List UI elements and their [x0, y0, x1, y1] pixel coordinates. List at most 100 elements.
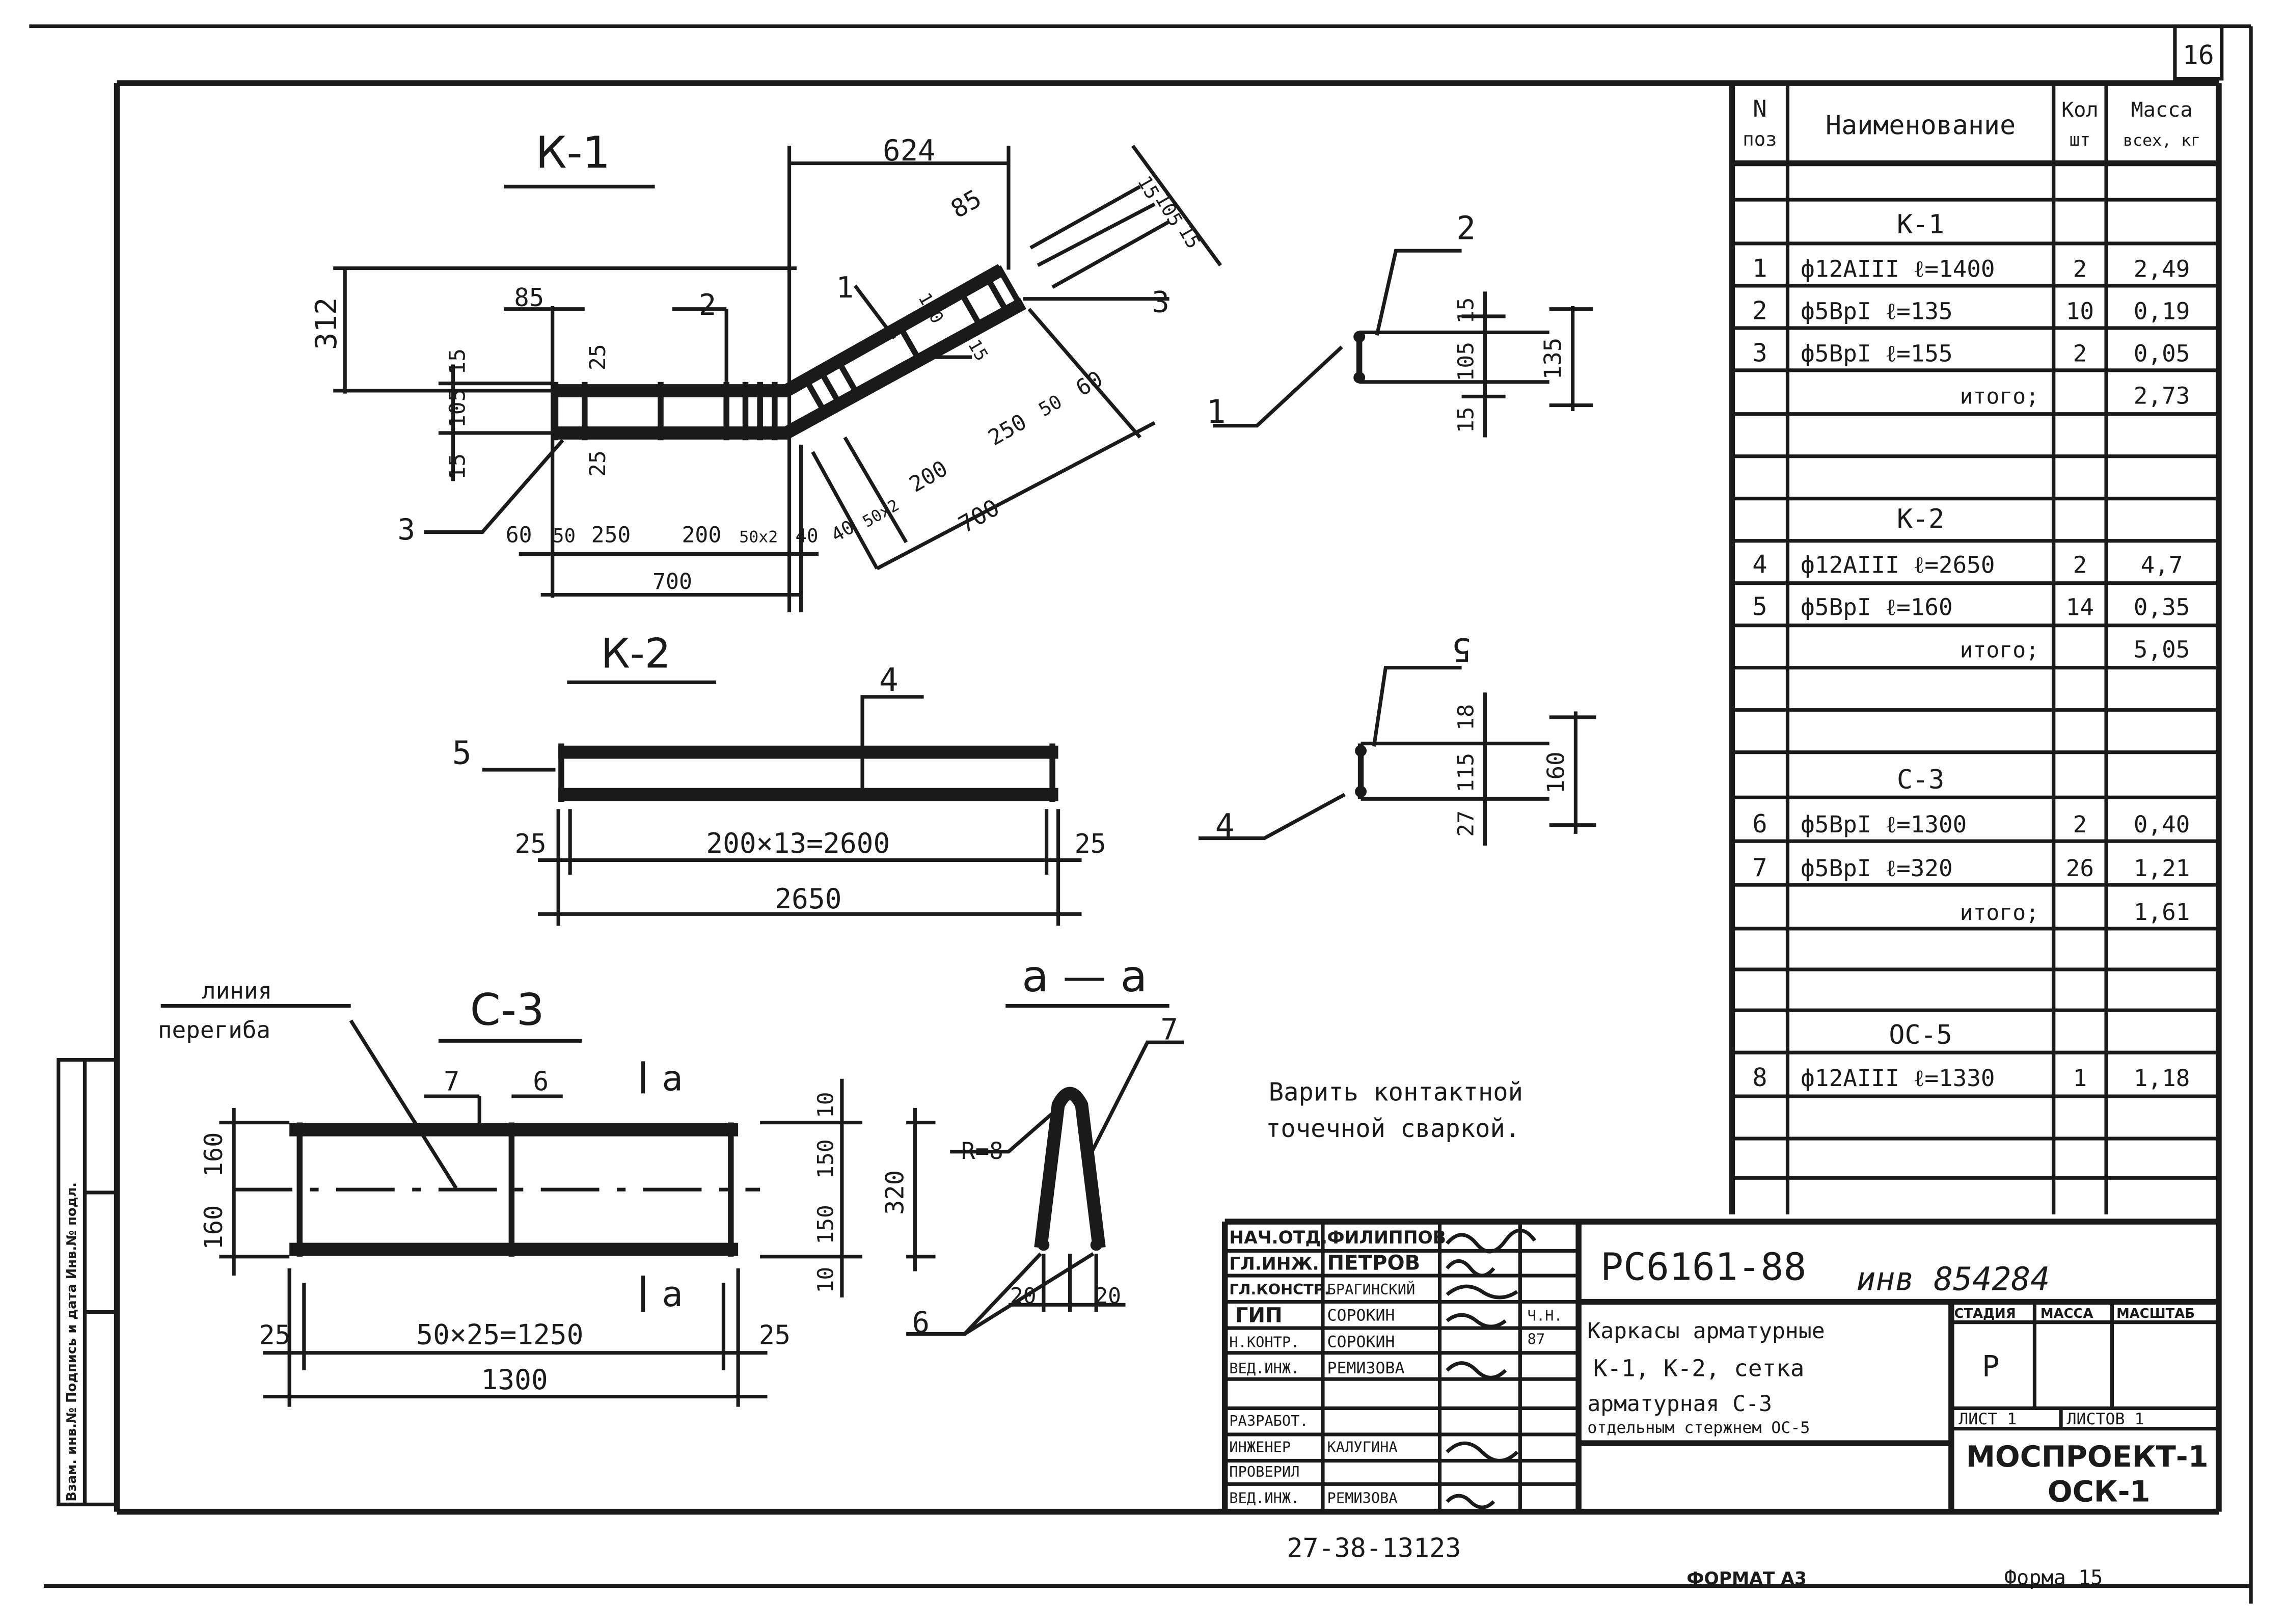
c3-dim-25b: 25: [759, 1320, 791, 1351]
stamp-role: Н.КОНТР.: [1229, 1333, 1299, 1350]
stamp-title-line: отдельным стержнем ОС-5: [1587, 1419, 1810, 1437]
c3-dim-150b: 150: [813, 1205, 839, 1244]
k1-dim-25b: 25: [585, 450, 611, 477]
header-pos: поз: [1743, 128, 1777, 150]
spec-table: [1729, 83, 2219, 1214]
c3-dim-160: 160: [200, 1132, 228, 1177]
stamp-name: КАЛУГИНА: [1327, 1438, 1398, 1455]
sheet-number: 16: [2183, 40, 2214, 71]
k1-dim-624: 624: [883, 133, 936, 168]
k2-sec-dim-27: 27: [1453, 810, 1479, 837]
stamp-department: ОСК-1: [2048, 1475, 2151, 1509]
stamp-name: СОРОКИН: [1327, 1307, 1395, 1325]
title-block-roles: НАЧ.ОТД. ГЛ.ИНЖ. ГЛ.КОНСТР. ГИП Н.КОНТР.…: [1229, 1228, 1563, 1509]
table-cell-name: ф5ВрI ℓ=1300: [1801, 810, 1967, 838]
header-qty: Кол: [2061, 98, 2099, 122]
table-cell-qty: 2: [2073, 551, 2087, 579]
spec-table-body: К-1 1 ф12АIII ℓ=1400 2 2,49 2 ф5ВрI ℓ=13…: [1752, 209, 2190, 1092]
k2-sec-dim-115: 115: [1453, 753, 1479, 793]
bottom-code: 27-38-13123: [1287, 1533, 1461, 1563]
k2-sec-dim-18: 18: [1453, 704, 1479, 730]
stamp-scale-header: МАСШТАБ: [2116, 1306, 2195, 1321]
stamp-title-line: арматурная С-3: [1587, 1391, 1772, 1417]
k1-sec-dim-15b: 15: [1453, 407, 1479, 433]
k1-dim-250: 250: [591, 523, 631, 548]
c3-title: С-3: [470, 985, 545, 1036]
stamp-role: ВЕД.ИНЖ.: [1229, 1360, 1299, 1377]
k1-dim-15: 15: [445, 348, 470, 375]
table-cell-mass: 0,19: [2134, 297, 2190, 325]
k1-dim-50: 50: [553, 525, 576, 547]
table-cell-qty: 2: [2073, 340, 2087, 367]
group-title-k1: К-1: [1897, 209, 1944, 240]
stamp-name: ФИЛИППОВ: [1327, 1228, 1446, 1248]
k1-dim-50x2: 50x2: [739, 528, 778, 547]
stamp-extra: Ч.Н.: [1528, 1307, 1563, 1324]
k1-section: 2 1 15 105 15 135: [1206, 209, 1593, 438]
c3-dim-10: 10: [813, 1092, 839, 1118]
stamp-inventory: инв 854284: [1856, 1260, 2050, 1298]
welding-note: Варить контактной точечной сваркой.: [1266, 1078, 1523, 1143]
format-label: ФОРМАТ А3: [1686, 1569, 1807, 1589]
k2-dim-2600: 200×13=2600: [706, 827, 890, 859]
k1-dim-700b: 700: [954, 494, 1004, 538]
spec-table-header: N поз Наименование Кол шт Масса всех, кг: [1743, 95, 2200, 150]
table-cell-qty: 26: [2066, 854, 2094, 882]
table-cell-mass: 4,7: [2141, 551, 2183, 579]
c3-dim-160b: 160: [200, 1205, 228, 1250]
header-pos-n: N: [1753, 95, 1767, 122]
c3-cut-a-2: a: [662, 1274, 683, 1315]
c3-mark-6: 6: [533, 1067, 549, 1097]
table-total-mass: 5,05: [2134, 636, 2190, 663]
aa-dim-20: 20: [1010, 1283, 1037, 1309]
k2-title: К-2: [601, 630, 671, 678]
table-cell-mass: 0,05: [2134, 340, 2190, 367]
table-cell-pos: 2: [1752, 297, 1767, 326]
stamp-role: НАЧ.ОТД.: [1229, 1228, 1327, 1248]
header-name: Наименование: [1826, 110, 2016, 141]
k1-sec-dim-15: 15: [1453, 297, 1479, 324]
c3-drawing: С-3 линия перегиба: [158, 977, 936, 1407]
c3-dim-1300: 1300: [481, 1363, 548, 1396]
k2-section: 5 4 18 115 27 160: [1199, 631, 1596, 846]
k2-sec-mark-5: 5: [1452, 631, 1472, 668]
table-cell-name: ф5ВрI ℓ=135: [1801, 297, 1952, 325]
table-cell-qty: 10: [2066, 297, 2094, 325]
stamp-stage-header: СТАДИЯ: [1954, 1306, 2016, 1321]
table-total-label: итого;: [1960, 900, 2039, 926]
k1-title: К-1: [535, 127, 610, 178]
k1-dim-40: 40: [796, 525, 819, 547]
stamp-role: ВЕД.ИНЖ.: [1229, 1490, 1299, 1507]
k1-sec-mark-2: 2: [1456, 209, 1476, 247]
k2-dim-25: 25: [515, 829, 547, 859]
k1-dim-40b: 40: [827, 516, 858, 546]
k1-sec-dim-105: 105: [1453, 342, 1479, 382]
c3-dim-150: 150: [813, 1139, 839, 1179]
k1-dim-15d: 15: [1174, 222, 1205, 253]
stamp-title-line: К-1, К-2, сетка: [1593, 1355, 1805, 1382]
table-cell-mass: 1,18: [2134, 1064, 2190, 1092]
table-cell-pos: 3: [1752, 339, 1767, 368]
table-cell-pos: 7: [1752, 854, 1767, 882]
stamp-stage: Р: [1982, 1349, 2000, 1384]
k1-sec-mark-1: 1: [1206, 393, 1226, 430]
k1-dim-200b: 200: [905, 456, 952, 498]
k1-mark-3: 3: [398, 512, 416, 547]
k1-drawing: К-1: [309, 127, 1222, 612]
k2-mark-4: 4: [879, 661, 899, 699]
k1-sec-dim-135: 135: [1539, 338, 1567, 380]
table-cell-qty: 2: [2073, 810, 2087, 838]
table-cell-name: ф5ВрI ℓ=155: [1801, 340, 1952, 367]
group-title-oc5: ОС-5: [1889, 1020, 1952, 1050]
table-cell-qty: 1: [2073, 1064, 2087, 1092]
stamp-role: ПРОВЕРИЛ: [1229, 1463, 1299, 1480]
aa-dim-20b: 20: [1095, 1283, 1121, 1309]
stamp-sheets: ЛИСТОВ 1: [2067, 1410, 2144, 1428]
k1-dim-85: 85: [514, 284, 544, 312]
k1-mark-1: 1: [836, 270, 854, 305]
c3-bend-label: линия: [202, 977, 272, 1004]
table-cell-pos: 6: [1752, 810, 1767, 838]
k1-dim-85b: 85: [946, 184, 987, 224]
stamp-role: ИНЖЕНЕР: [1229, 1438, 1291, 1455]
